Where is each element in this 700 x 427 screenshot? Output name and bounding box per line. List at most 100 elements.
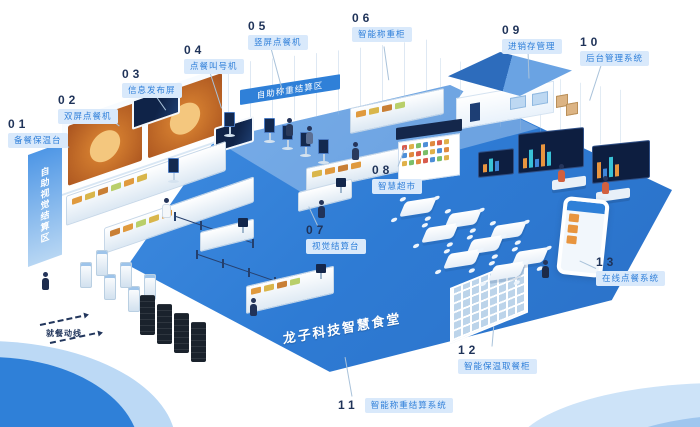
person-head	[307, 126, 312, 131]
person-body	[250, 304, 257, 316]
chart-bar	[615, 164, 619, 177]
shelf-item	[444, 138, 449, 145]
person-head	[287, 118, 292, 123]
person-figure	[542, 260, 549, 278]
callout-label: 智能称重结算系统	[364, 398, 453, 413]
person-figure	[162, 198, 171, 218]
phone-list-row	[567, 224, 600, 235]
shelf-item	[430, 156, 435, 163]
checkout-pole	[340, 187, 342, 193]
callout-number: 10	[580, 35, 602, 49]
person-figure	[306, 126, 313, 144]
person-figure	[42, 272, 49, 290]
chart-bar	[535, 158, 539, 168]
kiosk-screen	[318, 139, 329, 154]
food-tray	[111, 182, 121, 192]
callout-02: 02 双屏点餐机	[58, 94, 118, 124]
callout-label: 后台管理系统	[580, 51, 650, 66]
callout-04: 04 点餐叫号机	[184, 44, 244, 74]
kiosk-base	[224, 134, 235, 137]
food-tray	[351, 161, 361, 170]
kiosk-pole	[304, 147, 307, 154]
callout-label: 视觉结算台	[306, 239, 366, 254]
callout-07: 07 视觉结算台	[306, 224, 366, 254]
visual-checkout-counter	[298, 178, 352, 212]
person-head	[559, 164, 564, 169]
chart-bar	[483, 164, 487, 173]
shelf-item	[416, 150, 421, 157]
checkout-screen	[316, 264, 326, 273]
kiosk-pole	[268, 133, 271, 140]
dashboard-screen	[592, 139, 650, 184]
phone-list-row	[566, 235, 599, 246]
queue-calling-kiosk	[224, 112, 235, 137]
phone-list-row	[568, 213, 602, 225]
person-head	[319, 200, 324, 205]
person-head	[543, 260, 548, 265]
server-rack	[174, 313, 189, 353]
callout-label: 智慧超市	[372, 179, 423, 194]
left-wall: 自助视觉结算区	[28, 142, 62, 267]
callout-number: 07	[306, 223, 328, 237]
callout-label: 点餐叫号机	[184, 59, 244, 74]
shelf-item	[437, 147, 442, 154]
callout-number: 12	[458, 343, 480, 357]
person-figure	[250, 298, 257, 316]
callout-number: 11	[338, 398, 359, 413]
person-body	[542, 266, 549, 278]
dashboard-screen	[518, 127, 584, 174]
callout-label: 智能保温取餐柜	[458, 359, 537, 374]
shelf-item	[430, 140, 435, 147]
turnstile-gate	[120, 262, 132, 288]
callout-number: 04	[184, 43, 206, 57]
shelf-item	[444, 146, 449, 153]
food-tray	[369, 106, 379, 115]
queue-barrier-post	[248, 268, 250, 277]
route-arrow-line	[39, 315, 82, 326]
callout-number: 02	[58, 93, 80, 107]
person-body	[558, 170, 565, 182]
kiosk-screen	[264, 118, 275, 133]
queue-barrier-post	[252, 239, 254, 248]
shelf-item	[423, 149, 428, 156]
chart-bar	[609, 156, 613, 178]
checkout-screen	[238, 218, 248, 227]
food-tray	[251, 286, 261, 295]
callout-number: 06	[352, 11, 374, 25]
callout-13: 13 在线点餐系统	[596, 256, 666, 286]
queue-barrier-post	[222, 259, 224, 268]
callout-03: 03 信息发布屏	[122, 68, 182, 98]
callout-number: 05	[248, 19, 270, 33]
callout-label: 在线点餐系统	[596, 271, 666, 286]
food-tray	[312, 169, 322, 178]
shelf-item	[416, 142, 421, 149]
chart-bar	[547, 151, 551, 166]
text-lines	[580, 215, 601, 225]
kiosk-base	[282, 147, 293, 150]
food-tray	[395, 101, 405, 110]
callout-05: 05 竖屏点餐机	[248, 20, 308, 50]
vertical-ordering-kiosk	[264, 118, 275, 143]
person-body	[318, 206, 325, 218]
kiosk-base	[264, 140, 275, 143]
queue-barrier-post	[174, 212, 176, 221]
text-lines	[579, 226, 600, 236]
person-body	[306, 132, 313, 144]
queue-barrier-post	[200, 221, 202, 230]
checkout-screen	[336, 178, 346, 187]
server-rack	[140, 295, 155, 335]
text-lines	[578, 237, 599, 247]
callout-11: 11 智能称重结算系统	[338, 398, 453, 413]
goods-box	[566, 101, 578, 116]
weighing-checkout-counter	[246, 264, 334, 314]
server-rack	[191, 322, 206, 362]
kiosk-pole	[228, 127, 231, 134]
turnstile-gate	[96, 250, 108, 276]
person-figure	[318, 200, 325, 218]
food-tray	[290, 277, 300, 286]
person-body	[286, 124, 293, 136]
callout-number: 09	[502, 23, 524, 37]
callout-label: 备餐保温台	[8, 133, 68, 148]
callout-label: 双屏点餐机	[58, 109, 118, 124]
